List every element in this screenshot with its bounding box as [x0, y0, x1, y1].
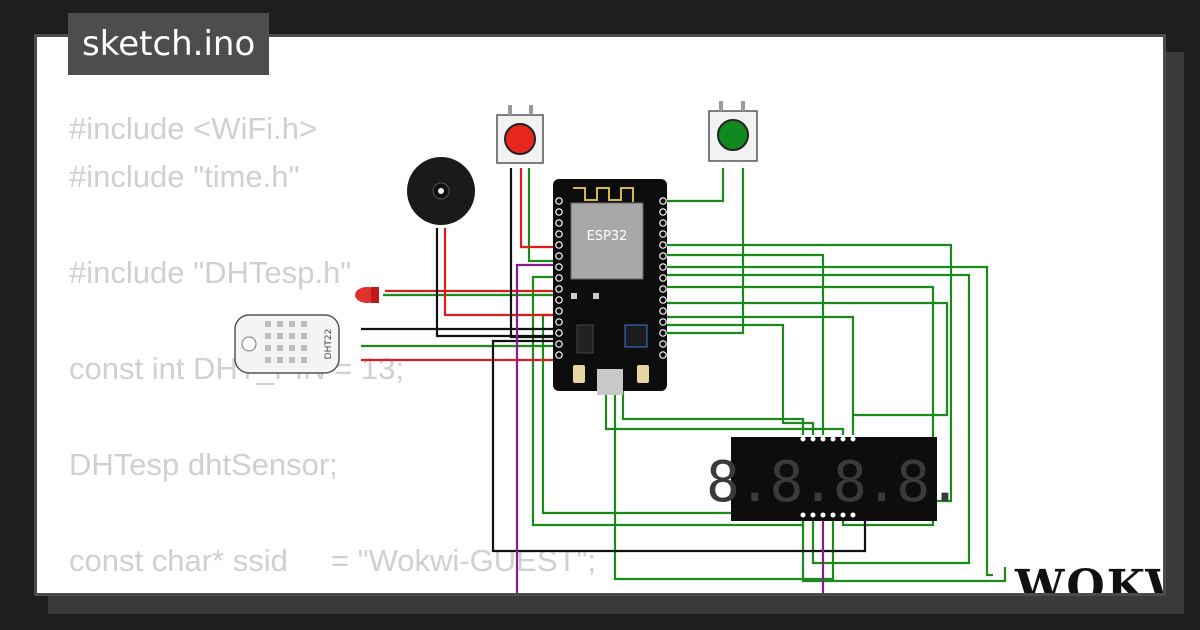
esp32-pin[interactable] — [555, 307, 563, 315]
esp32-pin[interactable] — [659, 252, 667, 260]
purple-wires — [515, 263, 825, 593]
esp32-pin[interactable] — [659, 340, 667, 348]
display-pin[interactable] — [830, 436, 836, 442]
esp32-pin[interactable] — [555, 263, 563, 271]
esp32-pin[interactable] — [555, 252, 563, 260]
display-digits: 8.8.8.8. — [706, 450, 960, 515]
esp32-pin[interactable] — [555, 318, 563, 326]
esp32-pin[interactable] — [555, 197, 563, 205]
code-line: #include "DHTesp.h" — [69, 255, 352, 290]
code-preview: #include <WiFi.h> #include "time.h" #inclu… — [69, 105, 597, 593]
esp32-pin[interactable] — [659, 329, 667, 337]
display-pin[interactable] — [810, 512, 816, 518]
esp32-board[interactable]: ESP32 — [553, 179, 667, 395]
display-pin[interactable] — [820, 512, 826, 518]
display-pin[interactable] — [840, 436, 846, 442]
code-line: DHTesp dhtSensor; — [69, 447, 338, 482]
esp32-pin[interactable] — [555, 285, 563, 293]
esp32-pin[interactable] — [555, 241, 563, 249]
display-pin[interactable] — [800, 512, 806, 518]
esp32-pin[interactable] — [659, 208, 667, 216]
black-wires — [361, 168, 867, 553]
esp32-pin[interactable] — [659, 230, 667, 238]
esp32-pin[interactable] — [555, 351, 563, 359]
display-pin[interactable] — [800, 436, 806, 442]
esp32-pin[interactable] — [555, 219, 563, 227]
seven-segment-display: 8.8.8.8. — [706, 436, 962, 521]
esp32-pin[interactable] — [555, 340, 563, 348]
display-pin[interactable] — [810, 436, 816, 442]
esp32-pin[interactable] — [659, 318, 667, 326]
esp32-pin[interactable] — [555, 329, 563, 337]
project-preview-card[interactable]: #include <WiFi.h> #include "time.h" #inclu… — [34, 34, 1166, 596]
esp32-pin[interactable] — [659, 296, 667, 304]
display-pin[interactable] — [830, 512, 836, 518]
red-pushbutton[interactable] — [496, 105, 544, 164]
green-pushbutton[interactable] — [708, 101, 758, 162]
display-pin[interactable] — [850, 512, 856, 518]
esp32-pin[interactable] — [659, 219, 667, 227]
red-led — [355, 287, 379, 303]
esp32-pin[interactable] — [659, 241, 667, 249]
dht22-label: DHT22 — [324, 329, 334, 360]
file-name-tab[interactable]: sketch.ino — [68, 13, 270, 75]
circuit-diagram: DHT22 ESP32 8.8.8.8. — [234, 101, 1007, 593]
esp32-pin[interactable] — [659, 263, 667, 271]
code-line: const char* ssid = "Wokwi-GUEST"; — [69, 543, 597, 578]
esp32-pin[interactable] — [659, 285, 667, 293]
dht22-sensor: DHT22 — [234, 314, 340, 374]
wokwi-logo: WOKWI — [1015, 561, 1163, 596]
esp32-pin[interactable] — [555, 296, 563, 304]
esp32-label: ESP32 — [587, 229, 628, 244]
esp32-pin[interactable] — [659, 307, 667, 315]
code-line: #include "time.h" — [69, 159, 300, 194]
display-pin[interactable] — [840, 512, 846, 518]
esp32-pin[interactable] — [555, 274, 563, 282]
esp32-pin[interactable] — [555, 208, 563, 216]
display-pin[interactable] — [850, 436, 856, 442]
code-line: #include <WiFi.h> — [69, 111, 318, 146]
code-line: const char* password = ""; — [69, 585, 596, 593]
esp32-pin[interactable] — [659, 197, 667, 205]
esp32-pin[interactable] — [659, 274, 667, 282]
display-pin[interactable] — [820, 436, 826, 442]
esp32-pin[interactable] — [659, 351, 667, 359]
esp32-pin[interactable] — [555, 230, 563, 238]
buzzer — [407, 157, 475, 225]
